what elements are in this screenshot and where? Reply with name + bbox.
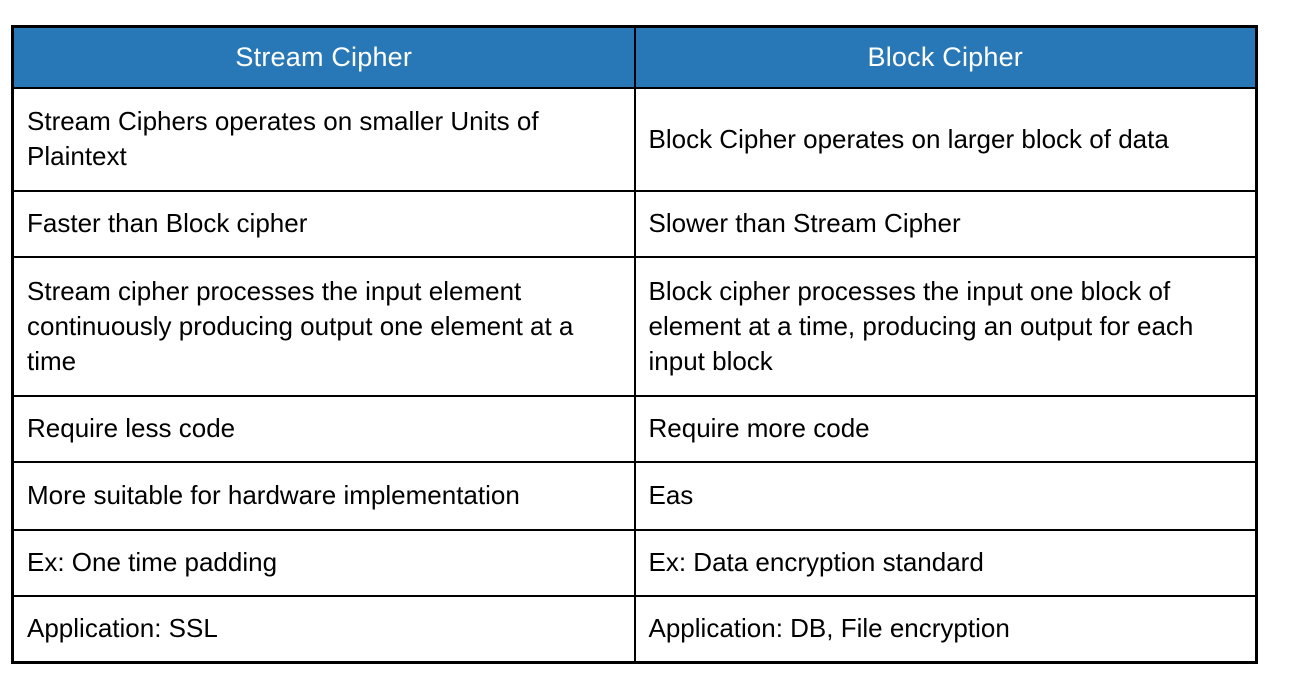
- table-cell-block: Slower than Stream Cipher: [633, 190, 1258, 258]
- table-row: Ex: One time padding Ex: Data encryption…: [11, 529, 1258, 597]
- table-row: More suitable for hardware implementatio…: [11, 461, 1258, 531]
- table-header-row: Stream Cipher Block Cipher: [11, 25, 1258, 89]
- table-cell-block: Require more code: [633, 395, 1258, 463]
- table-cell-stream: Require less code: [11, 395, 636, 463]
- table-cell-stream: Stream Ciphers operates on smaller Units…: [11, 87, 636, 192]
- table-row: Require less code Require more code: [11, 395, 1258, 463]
- table-row: Stream Ciphers operates on smaller Units…: [11, 87, 1258, 192]
- table-cell-stream: More suitable for hardware implementatio…: [11, 461, 636, 531]
- table-row: Application: SSL Application: DB, File e…: [11, 595, 1258, 664]
- cipher-comparison-table: Stream Cipher Block Cipher Stream Cipher…: [11, 25, 1258, 664]
- table-cell-block: Block cipher processes the input one blo…: [633, 256, 1258, 397]
- table-cell-block: Ex: Data encryption standard: [633, 529, 1258, 597]
- table-row: Faster than Block cipher Slower than Str…: [11, 190, 1258, 258]
- table-row: Stream cipher processes the input elemen…: [11, 256, 1258, 397]
- table-cell-block: Block Cipher operates on larger block of…: [633, 87, 1258, 192]
- table-cell-stream: Ex: One time padding: [11, 529, 636, 597]
- column-header-block-cipher: Block Cipher: [633, 25, 1258, 89]
- table-cell-stream: Application: SSL: [11, 595, 636, 664]
- column-header-stream-cipher: Stream Cipher: [11, 25, 636, 89]
- table-cell-stream: Stream cipher processes the input elemen…: [11, 256, 636, 397]
- table-cell-stream: Faster than Block cipher: [11, 190, 636, 258]
- table-cell-block: Eas: [633, 461, 1258, 531]
- table-cell-block: Application: DB, File encryption: [633, 595, 1258, 664]
